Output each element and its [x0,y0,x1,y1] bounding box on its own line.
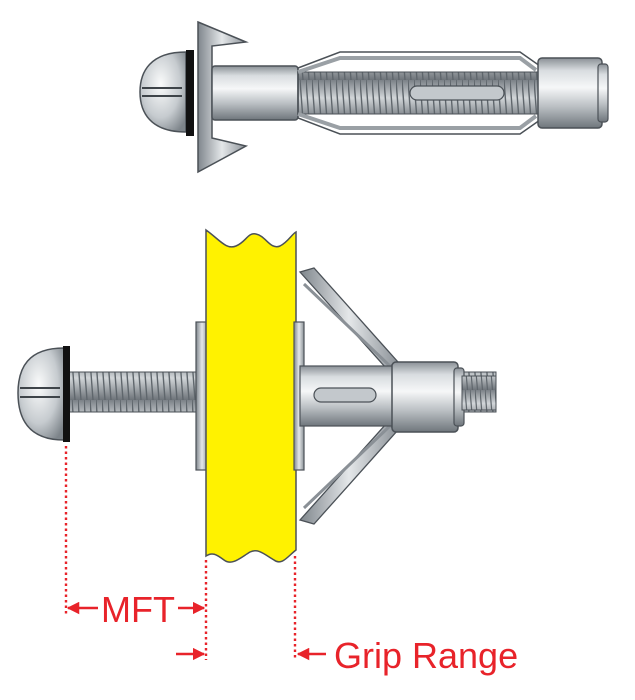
screw-head-icon [139,51,187,133]
screw-head-icon [17,347,65,441]
expanded-leg-top [298,267,400,369]
anchor-uninstalled [139,20,609,174]
anchor-installed [17,228,497,563]
expanded-leg-bottom [298,423,400,525]
washer-icon [186,50,194,136]
dimension-lines: MFT Grip Range [64,446,518,676]
flange-teeth-icon [197,20,249,174]
grip-range-label: Grip Range [334,635,518,676]
washer-icon [63,346,70,442]
mft-label: MFT [101,589,175,630]
wall-board [205,228,297,563]
